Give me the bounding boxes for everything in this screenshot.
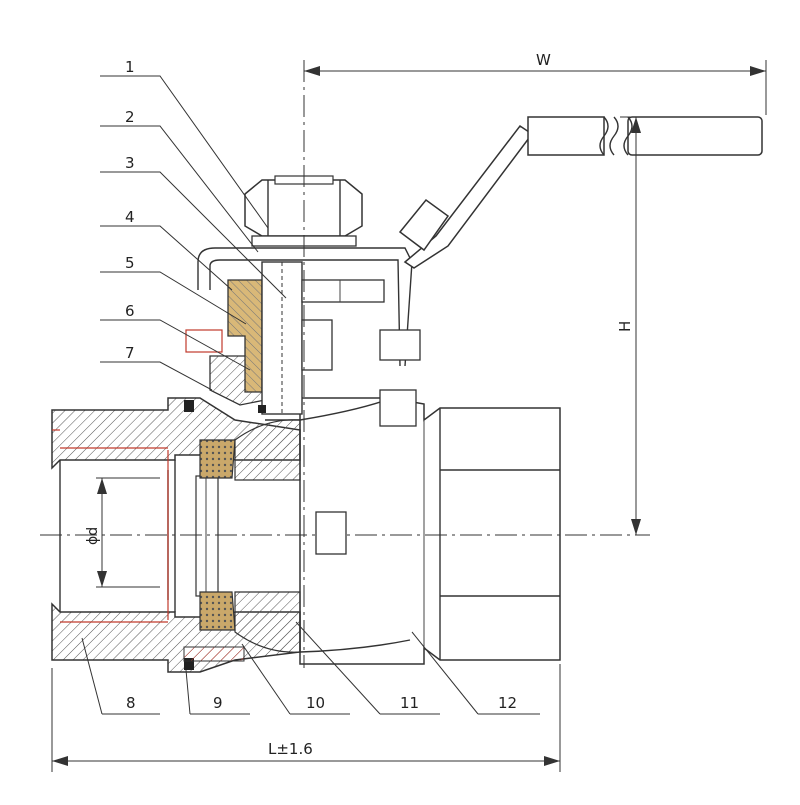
seat-lower xyxy=(199,591,236,631)
callout-3: 3 xyxy=(125,154,135,172)
seat-upper xyxy=(199,439,236,479)
callout-9: 9 xyxy=(213,694,223,712)
callout-labels: 1 2 3 4 5 6 7 8 9 10 11 12 xyxy=(125,58,517,712)
dimension-bore: ϕd xyxy=(85,477,160,588)
callout-6: 6 xyxy=(125,302,135,320)
gasket-lower xyxy=(183,646,245,662)
dimension-h-label: H xyxy=(616,321,634,332)
callout-2: 2 xyxy=(125,108,135,126)
dimension-w: W xyxy=(304,51,767,115)
handle-lever xyxy=(398,116,763,269)
valve-body xyxy=(299,397,561,665)
callout-12: 12 xyxy=(498,694,517,712)
callout-4: 4 xyxy=(125,208,135,226)
ball-slot xyxy=(315,511,347,555)
oring-upper xyxy=(184,400,194,412)
dimension-w-label: W xyxy=(536,51,551,69)
dimension-h: H xyxy=(616,116,650,535)
callout-leaders xyxy=(81,75,540,715)
dimension-l-label: L±1.6 xyxy=(268,740,313,758)
dimension-l: L±1.6 xyxy=(51,664,561,772)
callout-8: 8 xyxy=(126,694,136,712)
oring-lower xyxy=(184,658,194,670)
callout-5: 5 xyxy=(125,254,135,272)
callout-1: 1 xyxy=(125,58,135,76)
dimension-bore-label: ϕd xyxy=(85,527,101,545)
stem-assembly xyxy=(185,247,421,427)
callout-10: 10 xyxy=(306,694,325,712)
callout-7: 7 xyxy=(125,344,135,362)
callout-11: 11 xyxy=(400,694,419,712)
